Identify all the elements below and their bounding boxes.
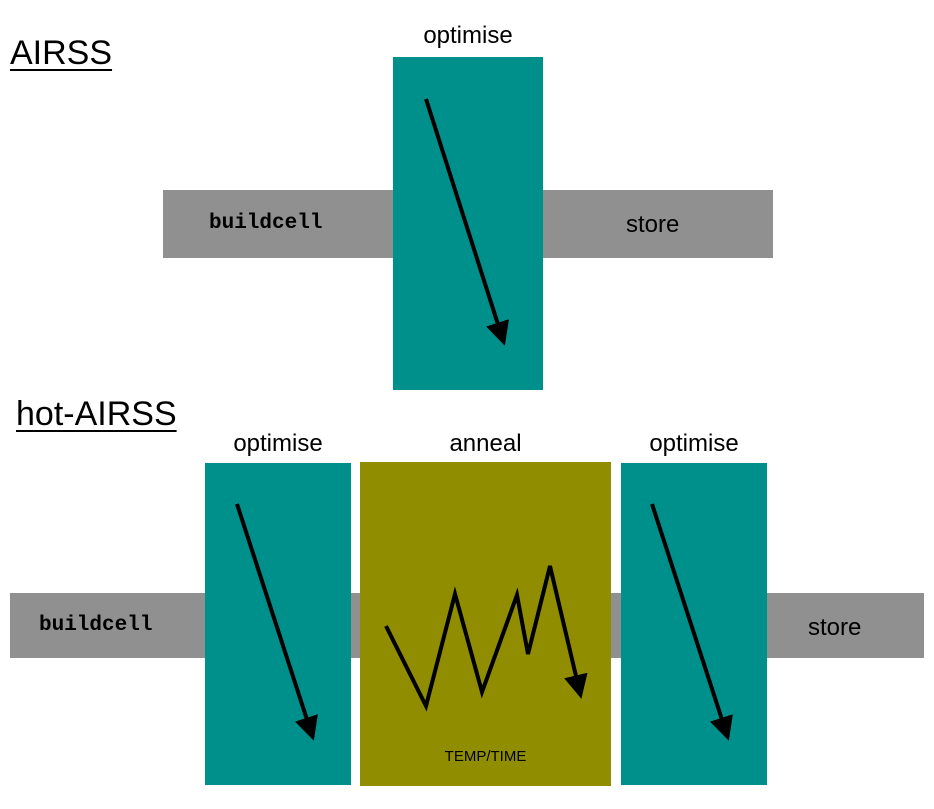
hot-airss-anneal-label: anneal bbox=[449, 430, 522, 457]
hot-airss-buildcell-label: buildcell bbox=[39, 614, 153, 637]
hot-airss-descent-arrow-2 bbox=[650, 503, 733, 741]
hot-airss-optimise-1-label: optimise bbox=[233, 430, 323, 457]
temp-time-label: TEMP/TIME bbox=[444, 748, 527, 765]
hot-airss-descent-arrow-1 bbox=[235, 503, 318, 741]
hot-airss-store-label: store bbox=[808, 614, 862, 641]
hot-airss-title: hot-AIRSS bbox=[16, 395, 177, 433]
hot-airss-optimise-2-box bbox=[621, 463, 767, 785]
airss-optimise-label: optimise bbox=[423, 22, 513, 49]
hot-airss-optimise-2-label: optimise bbox=[649, 430, 739, 457]
airss-descent-arrow bbox=[424, 98, 509, 346]
airss-store-label: store bbox=[626, 211, 680, 238]
airss-title: AIRSS bbox=[10, 34, 113, 72]
airss-buildcell-label: buildcell bbox=[209, 212, 323, 235]
airss-optimise-box bbox=[393, 57, 543, 390]
anneal-zigzag-arrow bbox=[384, 565, 588, 712]
hot-airss-anneal-box bbox=[360, 462, 611, 786]
